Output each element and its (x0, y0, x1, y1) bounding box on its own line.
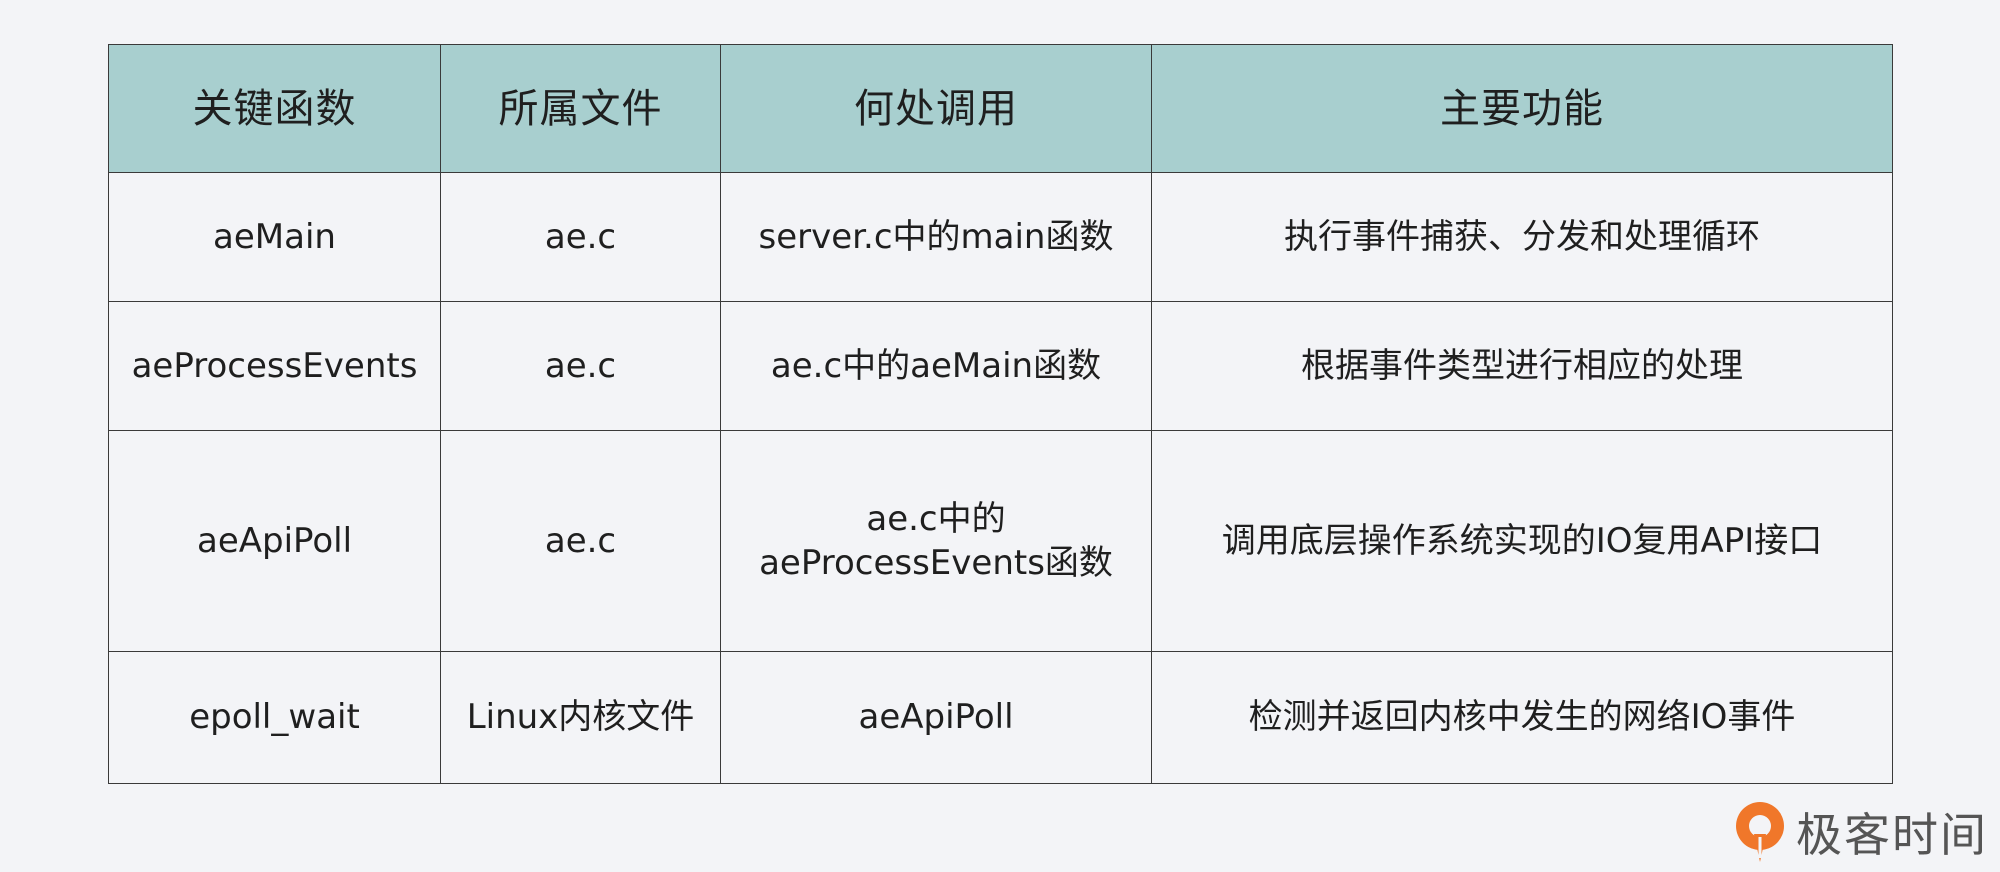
cell-called-from-line2: aeProcessEvents函数 (759, 543, 1113, 583)
header-key-function: 关键函数 (108, 44, 441, 173)
cell-function: aeProcessEvents (108, 301, 441, 431)
cell-function: aeApiPoll (108, 430, 441, 652)
table-row: aeMain ae.c server.c中的main函数 执行事件捕获、分发和处… (108, 172, 1893, 302)
cell-called-from: ae.c中的aeMain函数 (720, 301, 1152, 431)
function-table-container: 关键函数 所属文件 何处调用 主要功能 aeMain ae.c server.c… (108, 44, 1893, 784)
header-file: 所属文件 (440, 44, 721, 173)
logo-text: 极客时间 (1796, 808, 1988, 862)
table-row: epoll_wait Linux内核文件 aeApiPoll 检测并返回内核中发… (108, 651, 1893, 784)
header-purpose: 主要功能 (1151, 44, 1893, 173)
cell-called-from-line1: ae.c中的 (866, 498, 1006, 539)
cell-file: ae.c (440, 430, 721, 652)
cell-function: aeMain (108, 172, 441, 302)
cell-called-from: aeApiPoll (720, 651, 1152, 784)
header-called-from: 何处调用 (720, 44, 1152, 173)
cell-file: Linux内核文件 (440, 651, 721, 784)
table-row: aeProcessEvents ae.c ae.c中的aeMain函数 根据事件… (108, 301, 1893, 431)
table-header-row: 关键函数 所属文件 何处调用 主要功能 (108, 44, 1893, 173)
cell-file: ae.c (440, 301, 721, 431)
cell-file: ae.c (440, 172, 721, 302)
cell-called-from: server.c中的main函数 (720, 172, 1152, 302)
cell-function: epoll_wait (108, 651, 441, 784)
geektime-logo-icon (1736, 802, 1784, 862)
cell-purpose: 检测并返回内核中发生的网络IO事件 (1151, 651, 1893, 784)
cell-called-from: ae.c中的 aeProcessEvents函数 (720, 430, 1152, 652)
cell-purpose: 执行事件捕获、分发和处理循环 (1151, 172, 1893, 302)
cell-purpose: 调用底层操作系统实现的IO复用API接口 (1151, 430, 1893, 652)
table-row: aeApiPoll ae.c ae.c中的 aeProcessEvents函数 … (108, 430, 1893, 652)
function-table: 关键函数 所属文件 何处调用 主要功能 aeMain ae.c server.c… (108, 44, 1893, 784)
geektime-logo: 极客时间 (1732, 800, 1988, 864)
cell-purpose: 根据事件类型进行相应的处理 (1151, 301, 1893, 431)
